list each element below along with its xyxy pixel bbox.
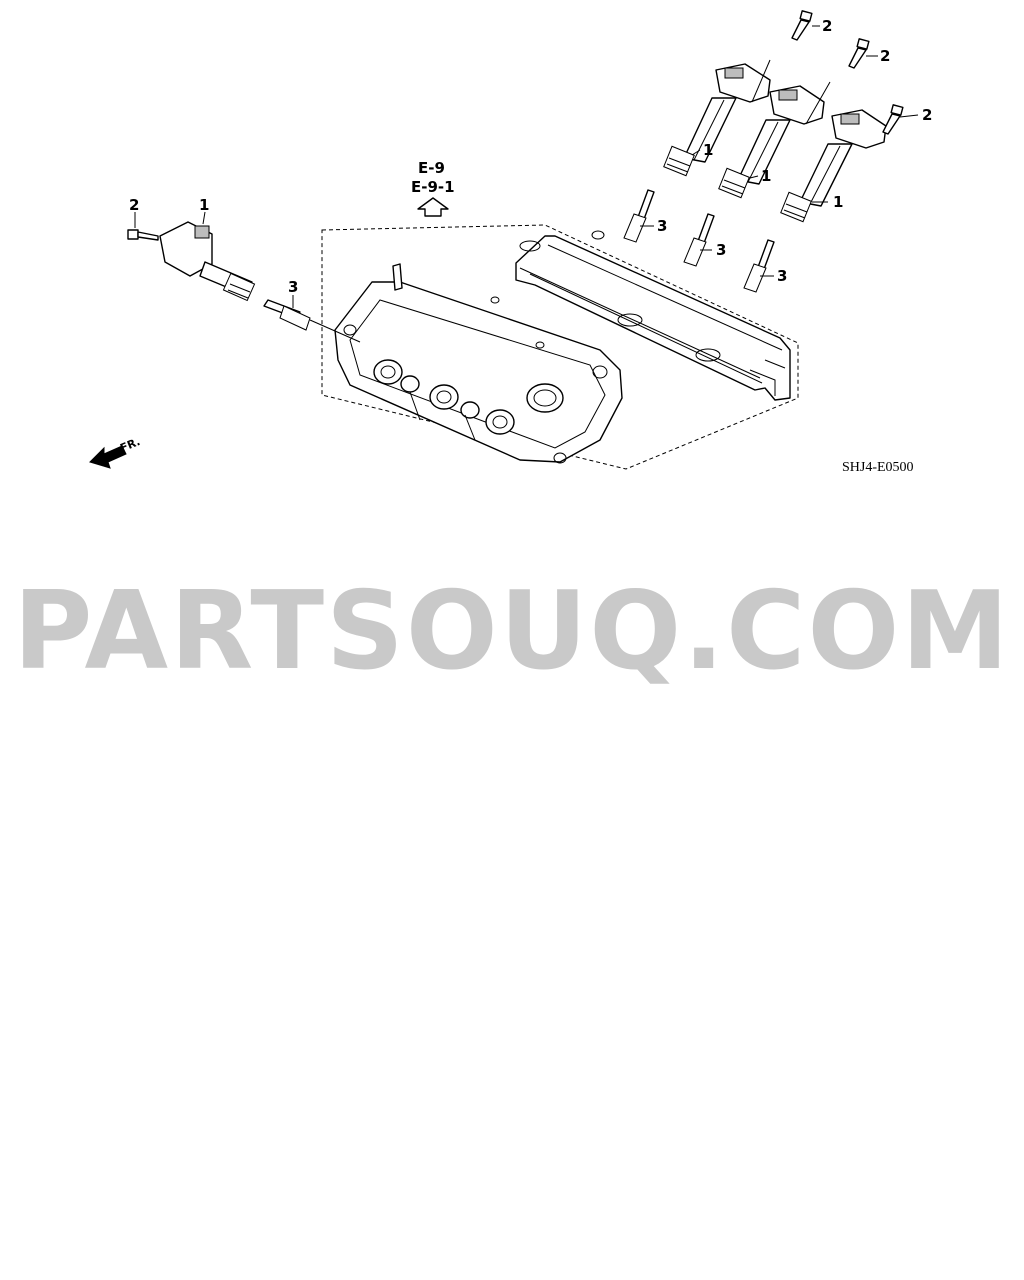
reference-group[interactable]: E-9 E-9-1: [411, 159, 455, 217]
spark-plug-rear-1[interactable]: [623, 189, 655, 243]
reference-label-bottom[interactable]: E-9-1: [411, 178, 455, 196]
ignition-coil-front[interactable]: [159, 221, 256, 302]
front-arrow-icon: [89, 445, 127, 469]
front-direction-indicator: FR.: [89, 435, 142, 469]
callout-bolt-rear-2[interactable]: 2: [880, 47, 890, 65]
ignition-coil-rear-3[interactable]: [780, 109, 887, 223]
spark-plug-rear-3[interactable]: [743, 239, 775, 293]
ignition-coil-rear-2[interactable]: [718, 85, 825, 199]
drawing-code: SHJ4-E0500: [842, 460, 914, 475]
callout-bolt-rear-3[interactable]: 2: [922, 106, 932, 124]
callout-plug-rear-3[interactable]: 3: [777, 267, 787, 285]
callout-coil-rear-1[interactable]: 1: [703, 141, 713, 159]
callout-plug-rear-1[interactable]: 3: [657, 217, 667, 235]
leader-lines: [134, 25, 919, 343]
callout-bolt-rear-1[interactable]: 2: [822, 17, 832, 35]
callout-coil-front[interactable]: 1: [199, 196, 209, 214]
spark-plug-rear-2[interactable]: [683, 213, 715, 267]
callout-coil-rear-3[interactable]: 1: [833, 193, 843, 211]
bolt-front[interactable]: [127, 229, 159, 241]
front-head-cover: [334, 263, 623, 464]
spark-plug-front[interactable]: [263, 299, 311, 331]
reference-label-top[interactable]: E-9: [418, 159, 445, 177]
bolt-rear-3[interactable]: [882, 104, 904, 135]
reference-arrow-icon[interactable]: [417, 197, 449, 217]
callout-plug-front[interactable]: 3: [288, 278, 298, 296]
rear-head-cover: [515, 230, 791, 401]
callout-bolt-front[interactable]: 2: [129, 196, 139, 214]
bolt-rear-2[interactable]: [848, 38, 870, 69]
front-indicator-label: FR.: [118, 435, 142, 455]
bolt-rear-1[interactable]: [791, 10, 813, 41]
callout-plug-rear-2[interactable]: 3: [716, 241, 726, 259]
watermark-text: PARTSOUQ.COM: [13, 569, 1011, 694]
callout-coil-rear-2[interactable]: 1: [761, 167, 771, 185]
